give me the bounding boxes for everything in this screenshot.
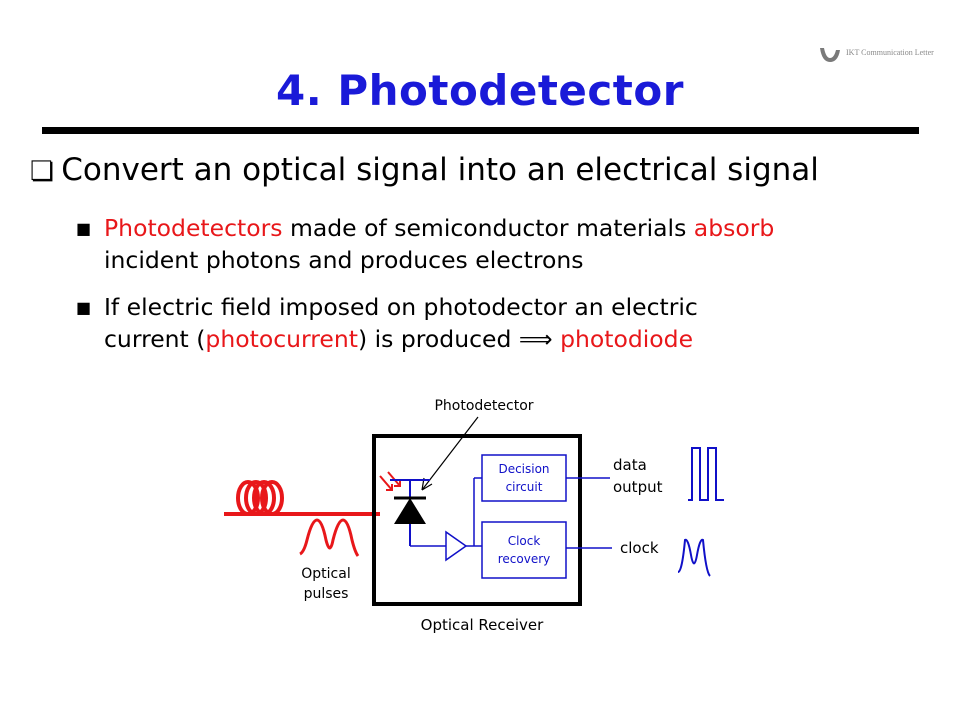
logo-mark-icon — [820, 48, 840, 62]
term-photodiode: photodiode — [552, 325, 694, 353]
term-photodetectors: Photodetectors — [104, 214, 283, 242]
data-output-label-2: output — [613, 478, 663, 496]
sub1-text-b: incident photons and produces electrons — [104, 246, 584, 274]
data-output-label-1: data — [613, 456, 647, 474]
square-bullet-icon: ■ — [76, 298, 92, 317]
term-photocurrent: photocurrent — [205, 325, 358, 353]
photodiode-icon — [390, 479, 430, 546]
main-bullet-text: Convert an optical signal into an electr… — [61, 152, 819, 188]
sub2-text-b: current ( — [104, 325, 206, 353]
incident-light-arrows-icon — [379, 471, 401, 491]
sub2-text-a: If electric field imposed on photodector… — [104, 293, 698, 321]
decision-label-1: Decision — [498, 462, 549, 476]
fiber-coil-icon — [236, 480, 284, 516]
sub1-text-a: made of semiconductor materials — [282, 214, 694, 242]
photodetector-label: Photodetector — [434, 398, 533, 414]
decision-circuit-block — [481, 454, 567, 502]
clock-label: clock — [620, 539, 659, 557]
sub2-text-c: ) is produced — [357, 325, 519, 353]
term-absorb: absorb — [693, 214, 775, 242]
data-waveform-icon — [688, 447, 724, 501]
optical-pulses-label-1: Optical — [301, 566, 350, 582]
clock-recovery-label-1: Clock — [508, 534, 541, 548]
optical-pulses-label-2: pulses — [304, 586, 349, 602]
decision-label-2: circuit — [506, 480, 543, 494]
logo-text: IKT Communication Letter — [846, 48, 934, 57]
square-bullet-icon: ■ — [76, 219, 92, 238]
checkbox-square-icon: ❏ — [30, 156, 55, 187]
optical-receiver-label: Optical Receiver — [421, 616, 544, 634]
clock-waveform-icon — [677, 538, 711, 577]
lab-logo — [820, 48, 840, 62]
sub-bullet-2-text: If electric field imposed on photodector… — [104, 291, 924, 355]
amplifier-icon — [445, 530, 468, 562]
photodetector-pointer — [421, 416, 479, 491]
optical-pulses-waveform-icon — [299, 518, 360, 557]
main-bullet: ❏Convert an optical signal into an elect… — [30, 150, 819, 192]
clock-recovery-label-2: recovery — [498, 552, 551, 566]
sub-bullet-1-text: Photodetectors made of semiconductor mat… — [104, 212, 924, 276]
clock-recovery-block — [481, 521, 567, 579]
title-divider — [42, 127, 919, 134]
implies-arrow-icon: ⟹ — [518, 325, 553, 353]
slide-title: 4. Photodetector — [276, 66, 684, 115]
receiver-box — [372, 434, 582, 606]
receiver-wiring — [410, 477, 612, 549]
